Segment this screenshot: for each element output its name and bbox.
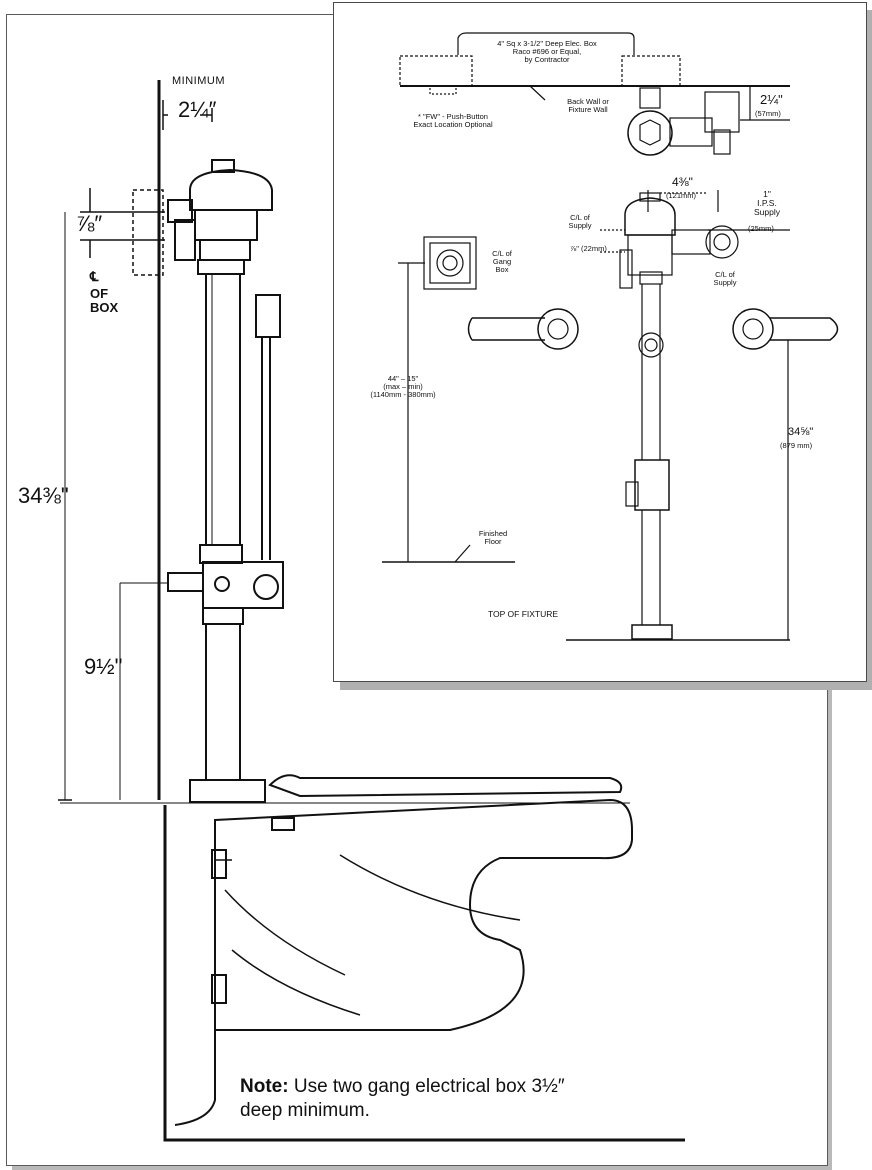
pushbutton-note: * "FW" - Push-Button Exact Location Opti… — [413, 112, 493, 129]
wall-clearance-dimension: 2¼″ — [178, 97, 217, 122]
top-of-fixture-label: TOP OF FIXTURE — [488, 609, 559, 619]
toilet-seat — [268, 774, 623, 798]
wall-dim-right: 2¼" — [760, 92, 783, 107]
toilet-bowl — [214, 798, 633, 1031]
fixture-height-mm: (879 mm) — [780, 441, 813, 450]
elec-box-note: 4" Sq x 3-1/2" Deep Elec. Box Raco #696 … — [497, 39, 597, 64]
installation-note: Note: Use two gang electrical box 3½″ de… — [240, 1075, 570, 1124]
note-bold-label: Note: — [240, 1076, 289, 1097]
valve-spacing-dim: 4⅜" — [672, 175, 693, 189]
back-wall-note: Back Wall or Fixture Wall — [567, 97, 609, 114]
wall-dim-mm: (57mm) — [755, 109, 781, 118]
floor-line — [163, 805, 685, 1142]
cl-supply-bottom-label: C/L of Supply — [713, 270, 737, 287]
box-label: BOX — [90, 300, 119, 315]
box-offset-dimension: ⅞″ — [76, 211, 103, 236]
valve-spacing-mm: (121mm) — [666, 191, 697, 200]
valve-handle — [255, 294, 281, 338]
box-of-label: OF — [90, 286, 109, 301]
cl-supply-top-label: C/L of Supply — [568, 213, 592, 230]
note-text: Use two gang electrical box 3½″ deep min… — [240, 1076, 565, 1122]
supply-size-label: 1" I.P.S. Supply — [754, 189, 780, 217]
box-height-range: 44" – 15" (max – min) (1140mm - 380mm) — [370, 374, 436, 399]
minimum-label: MINIMUM — [172, 75, 225, 87]
finished-floor-label: Finished Floor — [478, 529, 508, 546]
cl-offset-dim: ⅞" (22mm) — [570, 244, 607, 253]
cl-gang-box-label: C/L of Gang Box — [492, 249, 512, 274]
supply-height-dimension: 9½" — [84, 654, 123, 679]
front-view-panel — [333, 2, 867, 682]
box-centerline-symbol: ℄ — [90, 269, 99, 284]
fixture-height-dim: 34⅝" — [788, 426, 814, 438]
supply-size-mm: (25mm) — [748, 224, 774, 233]
electrical-box-outline — [132, 189, 164, 276]
height-to-box-dimension: 34⅜" — [18, 483, 69, 508]
spud-flange — [189, 779, 266, 803]
